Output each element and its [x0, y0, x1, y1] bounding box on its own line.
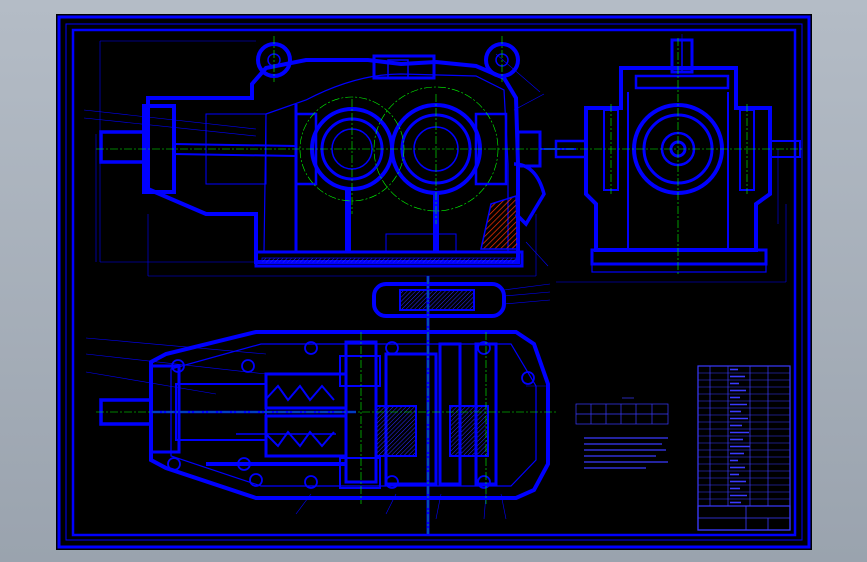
parts-list-entries — [730, 368, 750, 504]
side-view-center-lines — [552, 38, 804, 276]
technical-notes — [584, 437, 668, 469]
front-view — [83, 40, 576, 277]
technical-table — [575, 397, 669, 425]
parts-list-rows — [698, 365, 790, 500]
cad-viewport[interactable] — [56, 14, 812, 550]
drawing-frame — [57, 15, 811, 549]
top-view-center-lines — [96, 276, 556, 534]
assembly-drawing — [57, 15, 811, 549]
front-view-center-lines — [96, 36, 556, 224]
top-section-view — [85, 276, 551, 534]
title-block — [697, 505, 791, 531]
